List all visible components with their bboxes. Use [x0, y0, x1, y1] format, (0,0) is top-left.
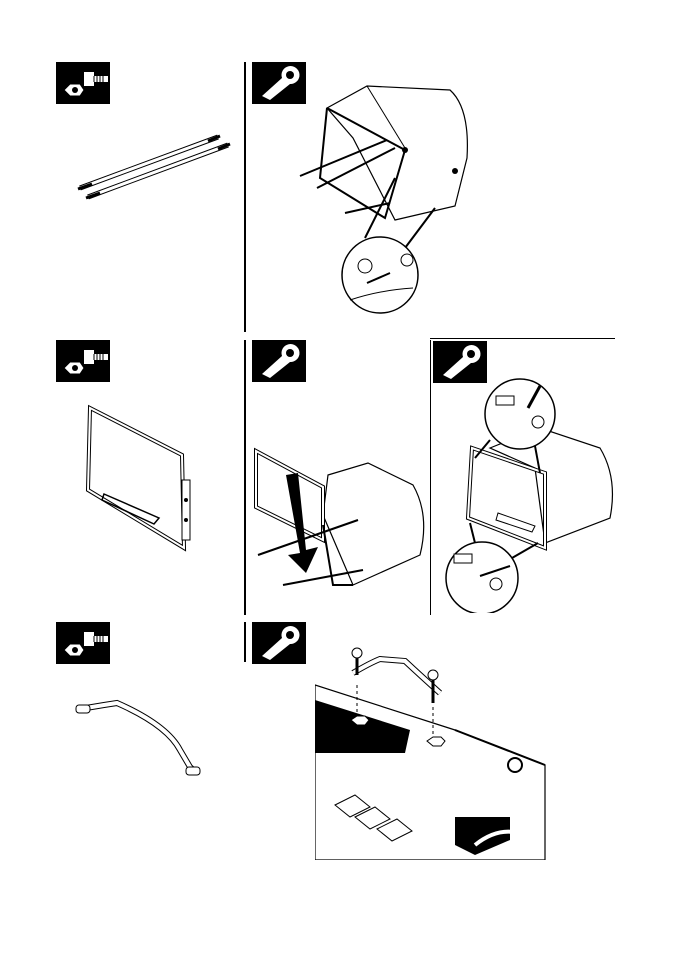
column-divider	[244, 62, 246, 332]
column-divider	[244, 340, 246, 615]
mount-handle-to-deck-illustration	[315, 645, 550, 860]
carry-handle-illustration	[72, 695, 202, 780]
row-divider	[430, 338, 615, 339]
insert-frame-into-bag-illustration	[248, 445, 433, 600]
wrench-icon	[252, 622, 306, 664]
wrench-icon	[433, 341, 487, 383]
parts-icon	[56, 622, 110, 664]
bag-frame-illustration	[74, 400, 209, 555]
bolt-frame-to-bag-illustration	[440, 378, 620, 613]
parts-icon	[56, 340, 110, 382]
wrench-icon	[252, 340, 306, 382]
column-divider	[244, 622, 246, 662]
column-divider	[430, 340, 431, 615]
support-rods-illustration	[70, 125, 240, 210]
attach-rods-to-bag-illustration	[295, 68, 475, 318]
parts-icon	[56, 62, 110, 104]
